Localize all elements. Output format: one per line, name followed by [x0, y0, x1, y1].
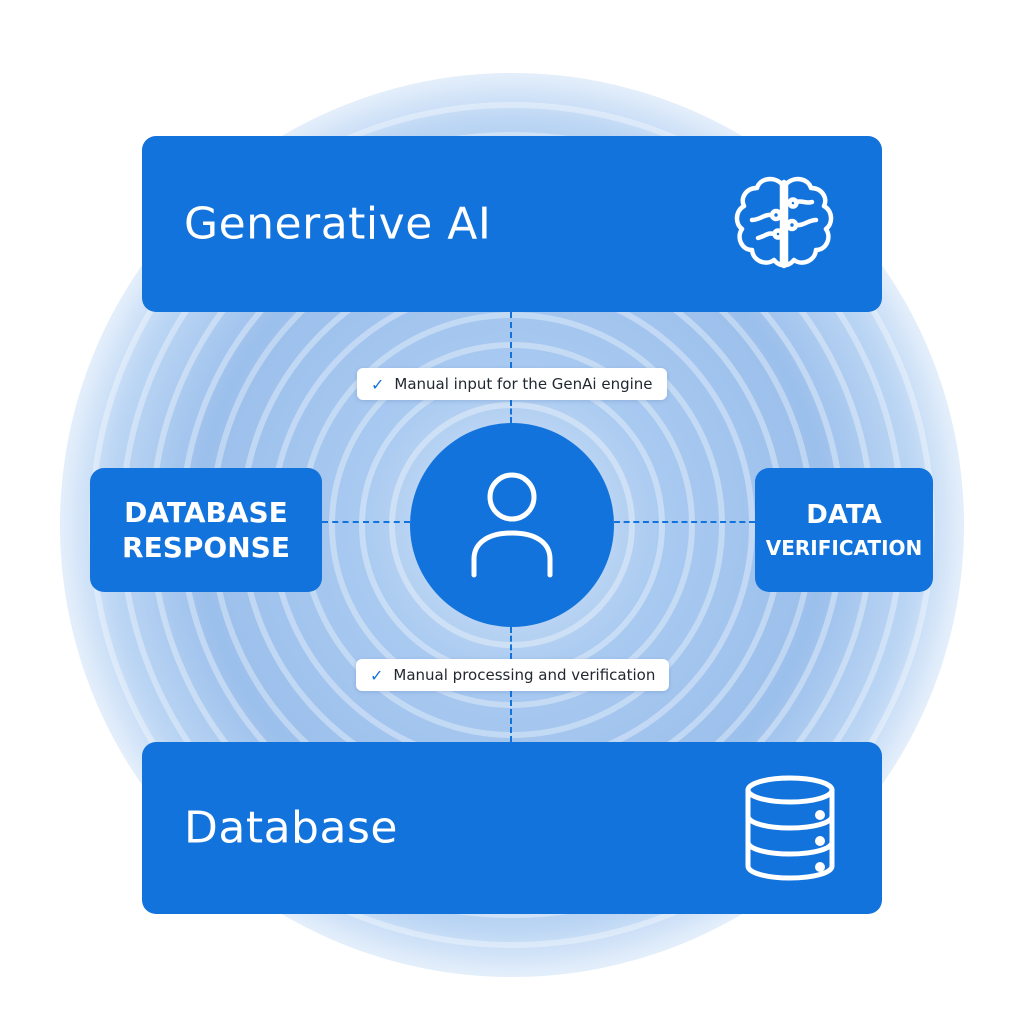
database-icon [745, 775, 835, 881]
brain-icon [734, 176, 834, 269]
ring-line [389, 402, 635, 648]
connector-bottom-lower [510, 691, 512, 742]
connector-right [614, 521, 755, 523]
user-icon [471, 472, 553, 578]
generative-ai-box: Generative AI [142, 136, 882, 312]
database-box: Database [142, 742, 882, 914]
manual-processing-text: Manual processing and verification [393, 666, 656, 684]
connector-left [322, 521, 410, 523]
check-icon: ✓ [370, 665, 384, 685]
manual-input-label: ✓ Manual input for the GenAi engine [357, 368, 667, 400]
manual-processing-label: ✓ Manual processing and verification [356, 659, 670, 691]
connector-bottom-upper [510, 627, 512, 659]
database-title: Database [184, 802, 398, 854]
data-verification-line2: VERIFICATION [765, 535, 923, 560]
generative-ai-title: Generative AI [184, 198, 492, 250]
connector-top-lower [510, 400, 512, 423]
connector-top-upper [510, 312, 512, 368]
data-verification-box: DATA VERIFICATION [755, 468, 933, 592]
database-response-line1: DATABASE [124, 496, 288, 529]
database-response-box: DATABASE RESPONSE [90, 468, 322, 592]
database-response-line2: RESPONSE [122, 531, 290, 564]
user-node [410, 423, 614, 627]
manual-input-text: Manual input for the GenAi engine [394, 375, 653, 393]
ring-line [329, 342, 695, 708]
check-icon: ✓ [371, 374, 385, 394]
data-verification-line1: DATA [806, 500, 882, 531]
